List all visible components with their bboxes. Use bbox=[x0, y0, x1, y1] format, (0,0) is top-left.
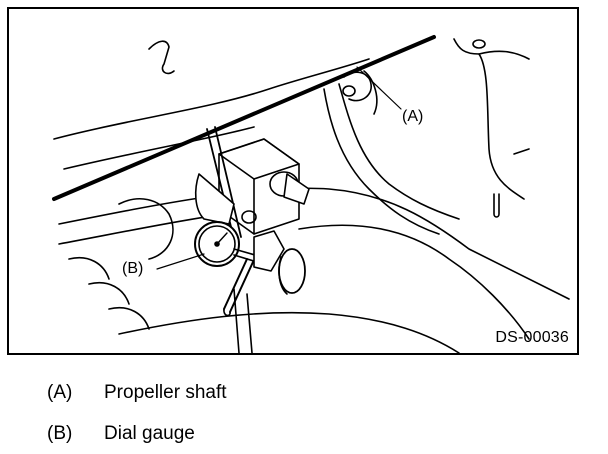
body-panel-upper bbox=[148, 40, 175, 75]
legend-text: Propeller shaft bbox=[104, 382, 227, 403]
clamp-knob-rim bbox=[278, 256, 288, 295]
bracket-pin bbox=[493, 193, 500, 218]
holder-screw bbox=[241, 210, 257, 224]
drivetrain-illustration bbox=[52, 35, 570, 353]
leader-line-b bbox=[156, 253, 205, 270]
housing-contour bbox=[118, 198, 174, 260]
right-bracket-inner bbox=[478, 50, 530, 60]
callout-a: (A) bbox=[402, 108, 424, 125]
illustration-frame: (A) (B) DS-00036 bbox=[7, 7, 579, 355]
joint-bolt bbox=[342, 85, 356, 97]
plunger-tip bbox=[223, 308, 231, 317]
housing-line-1 bbox=[58, 187, 570, 300]
lock-knob-lever bbox=[283, 173, 310, 205]
floor-edge-line bbox=[52, 35, 436, 201]
bracket-hole bbox=[472, 39, 486, 49]
housing-ribs bbox=[68, 257, 150, 330]
shaft-joint bbox=[343, 71, 372, 102]
figure-code: DS-00036 bbox=[495, 329, 569, 346]
joint-flange bbox=[363, 70, 378, 115]
body-panel-curve bbox=[53, 58, 370, 140]
callout-b: (B) bbox=[122, 260, 144, 277]
right-notch bbox=[513, 148, 530, 155]
gauge-plunger bbox=[223, 258, 254, 313]
propeller-shaft-tube-lower bbox=[338, 83, 460, 220]
support-line-1 bbox=[233, 288, 240, 353]
legend-key: (A) bbox=[47, 382, 73, 403]
dial-gauge-bezel bbox=[198, 225, 236, 263]
legend-text: Dial gauge bbox=[104, 423, 195, 444]
support-line-2 bbox=[246, 293, 253, 353]
legend-item: (B) Dial gauge bbox=[47, 424, 195, 443]
right-bracket bbox=[453, 38, 525, 200]
housing-bottom bbox=[118, 311, 460, 353]
legend-item: (A) Propeller shaft bbox=[47, 383, 227, 402]
propeller-shaft-tube bbox=[323, 88, 440, 235]
legend-key: (B) bbox=[47, 423, 73, 444]
dial-gauge-hub bbox=[214, 241, 220, 247]
leader-line-a bbox=[356, 66, 402, 110]
mount-block-top bbox=[218, 138, 300, 180]
housing-line-3 bbox=[298, 224, 530, 340]
clamp-knob bbox=[278, 248, 306, 294]
body-panel-lower bbox=[63, 126, 255, 170]
